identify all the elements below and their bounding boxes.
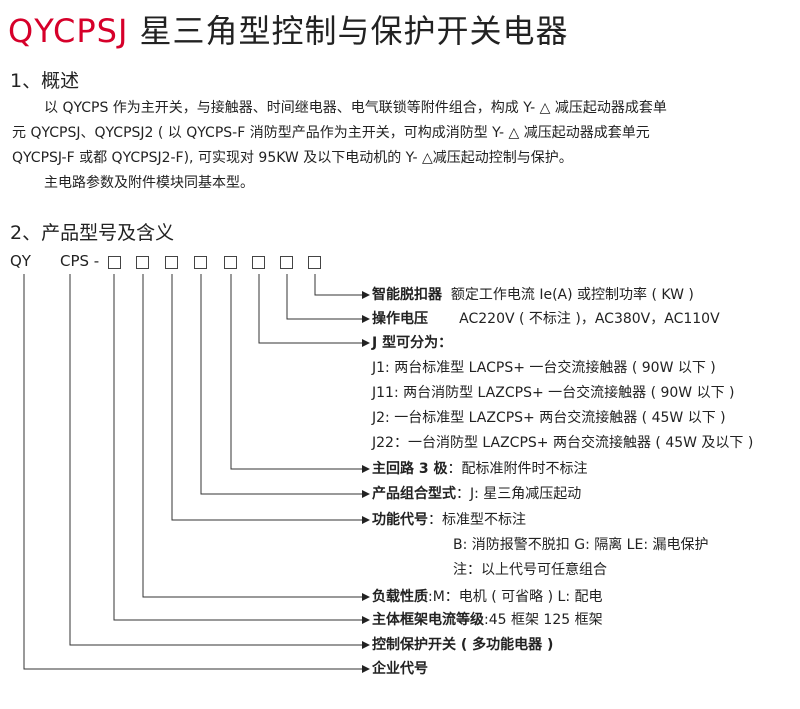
desc-j11: J11: 两台消防型 LAZCPS+ 一台交流接触器 ( 90W 以下 ) [372,385,735,401]
code-prefix: QY [10,252,31,270]
page-title: QYCPSJ 星三角型控制与保护开关电器 [8,6,569,52]
desc-intelligent-trip: 智能脱扣器 额定工作电流 Ie(A) 或控制功率 ( KW ) [372,287,694,303]
desc-operating-voltage: 操作电压 AC220V ( 不标注 )，AC380V，AC110V [372,311,720,327]
code-box-8 [308,256,321,269]
desc-main-circuit: 主回路 3 极：配标准附件时不标注 [372,461,588,477]
section1-heading: 1、概述 [10,70,80,92]
overview-line-1: 以 QYCPS 作为主开关，与接触器、时间继电器、电气联锁等附件组合，构成 Y-… [44,100,667,116]
desc-j1: J1: 两台标准型 LACPS+ 一台交流接触器 ( 90W 以下 ) [372,360,716,376]
desc-j-types: J 型可分为： [372,335,453,351]
title-name: 星三角型控制与保护开关电器 [139,12,569,50]
desc-function-options: B: 消防报警不脱扣 G: 隔离 LE: 漏电保护 [453,537,709,553]
code-box-5 [224,256,237,269]
code-box-4 [194,256,207,269]
code-box-1 [108,256,121,269]
code-box-3 [165,256,178,269]
code-box-6 [252,256,265,269]
desc-control-switch: 控制保护开关 ( 多功能电器 ) [372,637,554,653]
desc-combination-type: 产品组合型式：J: 星三角减压起动 [372,486,582,502]
desc-frame-current: 主体框架电流等级:45 框架 125 框架 [372,612,603,628]
desc-function-note: 注：以上代号可任意组合 [453,562,607,578]
code-box-2 [136,256,149,269]
overview-line-3: QYCPSJ-F 或都 QYCPSJ2-F), 可实现对 95KW 及以下电动机… [12,150,573,166]
title-code: QYCPSJ [8,12,129,50]
overview-line-4: 主电路参数及附件模块同基本型。 [44,175,254,191]
code-box-7 [280,256,293,269]
desc-function-code: 功能代号：标准型不标注 [372,512,526,528]
desc-enterprise-code: 企业代号 [372,661,428,677]
code-middle: CPS - [60,252,100,270]
overview-line-2: 元 QYCPSJ、QYCPSJ2 ( 以 QYCPS-F 消防型产品作为主开关，… [12,125,650,141]
desc-load-type: 负载性质:M：电机 ( 可省略 ) L: 配电 [372,589,603,605]
section2-heading: 2、产品型号及含义 [10,222,175,244]
desc-j2: J2: 一台标准型 LAZCPS+ 两台交流接触器 ( 45W 以下 ) [372,410,726,426]
desc-j22: J22：一台消防型 LAZCPS+ 两台交流接触器 ( 45W 及以下 ) [372,435,754,451]
